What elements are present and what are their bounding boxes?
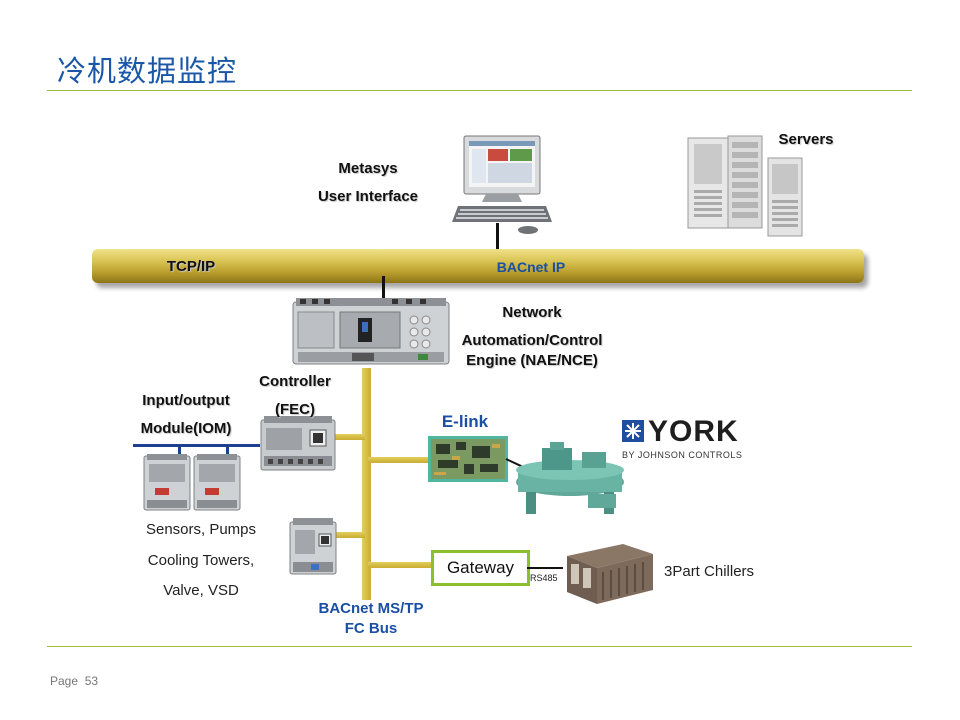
rs485-link xyxy=(527,567,563,569)
page-footer: Page 53 xyxy=(50,674,98,688)
metasys-label-line2: User Interface xyxy=(317,188,419,205)
bottom-divider xyxy=(47,646,912,647)
workstation-icon xyxy=(452,135,552,234)
servers-icon xyxy=(687,135,803,237)
bus-branch-fec2 xyxy=(335,532,365,538)
page-label: Page xyxy=(50,674,79,688)
iom-drop-2 xyxy=(226,444,229,456)
network-label-line3: Engine (NAE/NCE) xyxy=(466,352,598,369)
third-party-chiller-icon xyxy=(567,544,653,604)
fec-controller-2-icon xyxy=(289,518,337,575)
sensors-label-line2: Cooling Towers, xyxy=(147,552,255,569)
nae-link xyxy=(382,276,385,300)
metasys-label-line1: Metasys xyxy=(338,160,398,177)
controller-label-line2: (FEC) xyxy=(275,401,315,418)
gateway-box: Gateway xyxy=(431,550,530,586)
bus-label-line2: FC Bus xyxy=(344,620,398,637)
third-party-chillers-label: 3Part Chillers xyxy=(664,563,755,580)
iom-label-line2: Module(IOM) xyxy=(140,420,232,437)
network-label-line1: Network xyxy=(502,304,562,321)
sensors-label-line1: Sensors, Pumps xyxy=(145,521,257,538)
iom-link-line xyxy=(133,444,260,447)
controller-label-line1: Controller xyxy=(259,373,331,390)
nae-device-icon xyxy=(292,298,450,365)
tcpip-label: TCP/IP xyxy=(166,258,216,275)
york-logo-subtitle: BY JOHNSON CONTROLS xyxy=(622,450,743,460)
workstation-link xyxy=(496,223,499,250)
york-snowflake-icon xyxy=(622,420,644,442)
fc-bus-trunk xyxy=(362,368,371,600)
sensors-label-line3: Valve, VSD xyxy=(163,582,239,599)
top-divider xyxy=(47,90,912,91)
tcpip-backbone xyxy=(92,249,864,283)
slide-title: 冷机数据监控 xyxy=(57,54,238,88)
bus-label-line1: BACnet MS/TP xyxy=(318,600,424,617)
fec-controller-icon xyxy=(260,416,336,471)
page-number: 53 xyxy=(84,674,99,688)
bus-branch-gateway xyxy=(368,562,432,568)
bacnet-ip-label: BACnet IP xyxy=(496,259,566,275)
rs485-label: RS485 xyxy=(530,573,558,583)
york-chiller-icon xyxy=(516,442,624,514)
servers-label: Servers xyxy=(778,131,834,148)
bus-branch-controller xyxy=(333,434,365,440)
iom-modules-icon xyxy=(143,454,241,511)
iom-label-line1: Input/output xyxy=(142,392,230,409)
elink-label: E-link xyxy=(441,412,489,431)
iom-drop-1 xyxy=(178,444,181,456)
elink-board-icon xyxy=(428,436,508,482)
york-logo-text: YORK xyxy=(648,415,739,448)
network-label-line2: Automation/Control xyxy=(461,332,603,349)
bus-branch-elink xyxy=(368,457,430,463)
